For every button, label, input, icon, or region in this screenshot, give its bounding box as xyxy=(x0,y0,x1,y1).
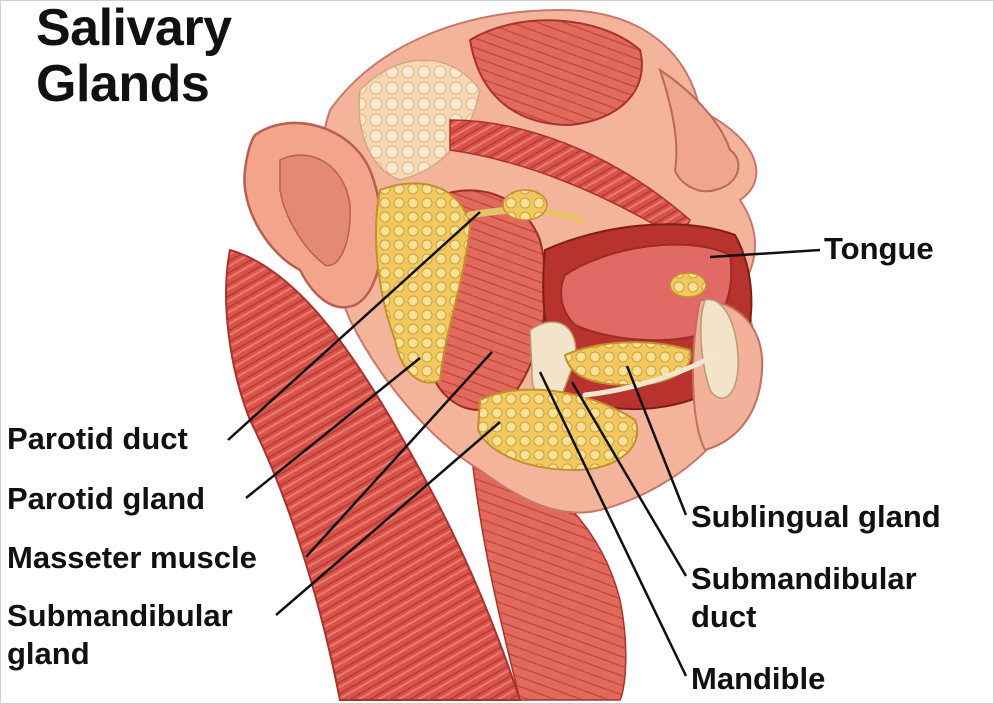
parotid-gland xyxy=(375,182,472,384)
page-title: Salivary Glands xyxy=(36,0,232,112)
leader-mandible xyxy=(538,371,688,677)
leader-parotid-gland xyxy=(245,357,421,499)
orbital-muscle xyxy=(468,19,643,127)
label-submandibular-duct-line1: Submandibular xyxy=(691,561,917,596)
mandible-front xyxy=(700,298,739,399)
label-submandibular-gland-line2: gland xyxy=(7,636,90,671)
mandible-bone xyxy=(529,321,577,404)
title-line-1: Salivary xyxy=(36,0,232,57)
nose xyxy=(658,67,740,193)
label-parotid-duct: Parotid duct xyxy=(7,421,188,456)
accessory-parotid xyxy=(502,189,548,221)
label-masseter-muscle: Masseter muscle xyxy=(7,540,257,575)
leader-parotid-duct xyxy=(227,211,481,441)
leader-lines xyxy=(227,211,821,677)
leader-submandibular-duct xyxy=(570,381,688,577)
label-submandibular-gland-line1: Submandibular xyxy=(7,598,233,633)
lingual-gland xyxy=(669,272,707,298)
ear-inner xyxy=(279,154,351,267)
submandibular-gland xyxy=(476,388,639,472)
leader-tongue xyxy=(709,248,821,259)
title-line-2: Glands xyxy=(36,55,210,113)
leader-submandibular-gland xyxy=(275,421,501,616)
submandibular-duct-drawing xyxy=(582,352,718,398)
label-mandible: Mandible xyxy=(691,661,826,696)
leader-sublingual xyxy=(625,365,688,516)
leader-masseter xyxy=(305,351,493,558)
label-parotid-gland: Parotid gland xyxy=(7,481,206,516)
label-sublingual-gland: Sublingual gland xyxy=(691,499,941,534)
label-tongue: Tongue xyxy=(824,231,934,266)
label-submandibular-duct-line2: duct xyxy=(691,599,757,634)
